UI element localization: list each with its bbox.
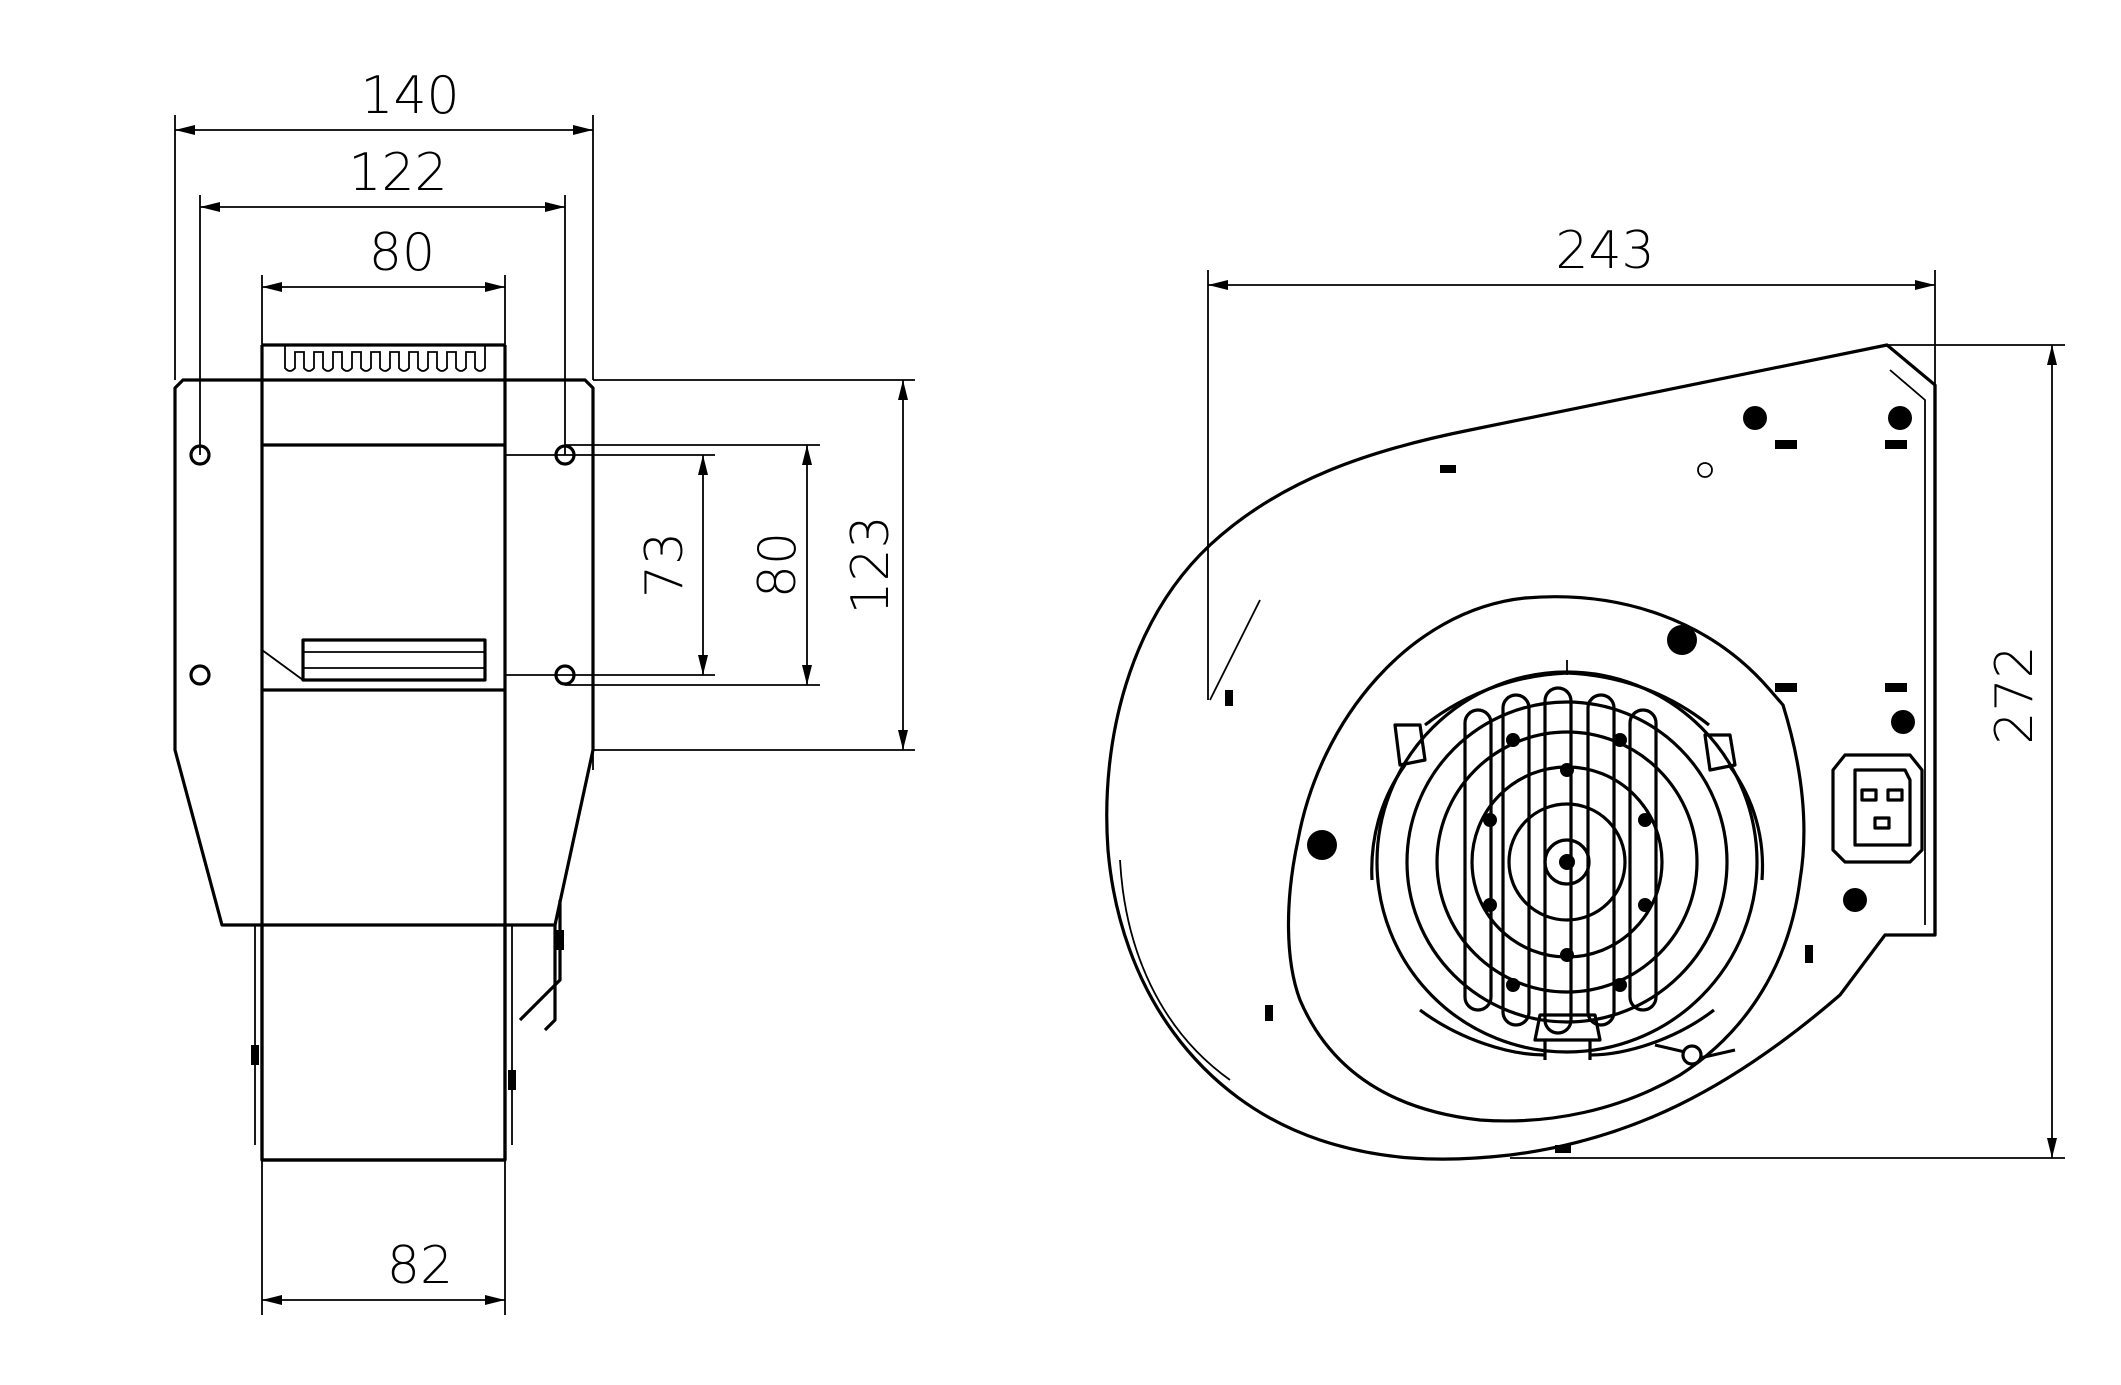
upper-terminal: [1393, 723, 1427, 767]
bolt-icon: [1307, 830, 1337, 860]
dim-width-122: 122: [348, 143, 447, 203]
dim-width-140: 140: [360, 66, 459, 126]
terminal-block: [1533, 1013, 1602, 1042]
dim-width-243: 243: [1555, 221, 1654, 281]
bolt-icon: [1888, 406, 1912, 430]
side-inlet-teeth: [284, 345, 486, 372]
motor-plate: [1286, 595, 1806, 1123]
front-housing-outline: [1105, 343, 1937, 1161]
dim-height-123: 123: [841, 515, 901, 614]
bolt-icon: [1743, 406, 1767, 430]
side-outlet-duct: [260, 925, 507, 1162]
bolt-icon: [1697, 462, 1713, 478]
side-inlet-collar: [260, 345, 507, 447]
bolt-icon: [1667, 625, 1697, 655]
dim-width-82: 82: [387, 1236, 453, 1296]
dim-height-80: 80: [748, 532, 808, 598]
front-view-dimensions: 243 272: [1207, 221, 2065, 1159]
mounting-hole: [189, 664, 211, 686]
side-view-dimensions: 140 122 80 82 73 80 123: [174, 66, 915, 1315]
dim-width-80: 80: [369, 223, 435, 283]
front-view: [1105, 343, 1937, 1161]
side-view: [173, 343, 595, 1162]
iec-power-inlet: [1831, 753, 1924, 864]
bolt-icon: [1843, 888, 1867, 912]
side-right-bracket: [543, 925, 557, 1032]
side-motor-bracket: [301, 638, 487, 682]
fan-guard: [1370, 670, 1765, 1057]
wing-nut-icon: [1654, 1043, 1736, 1060]
dim-height-272: 272: [1985, 645, 2045, 744]
bolt-icon: [1891, 710, 1915, 734]
dim-height-73: 73: [635, 532, 695, 598]
